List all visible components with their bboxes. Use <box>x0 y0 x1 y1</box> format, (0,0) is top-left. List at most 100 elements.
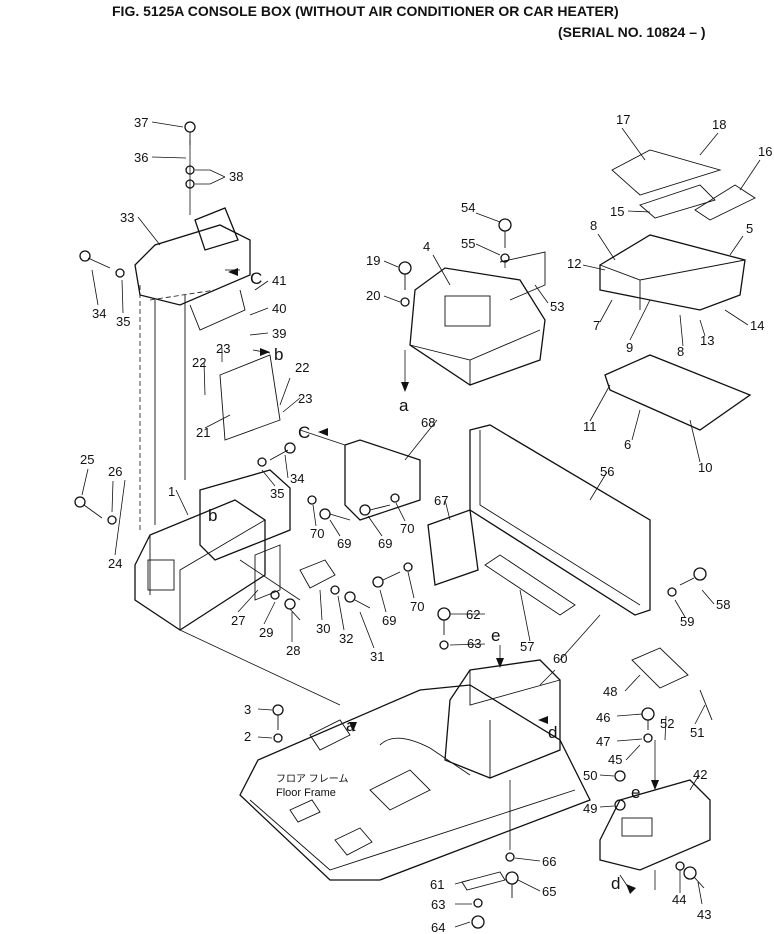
tray-part-5 <box>599 149 756 431</box>
ref-letter-c2: C <box>298 423 310 442</box>
direction-arrows <box>228 268 659 894</box>
ref-letter-b2: b <box>208 506 217 525</box>
callout-65: 65 <box>542 884 556 899</box>
floor-frame-label-jp: フロア フレーム <box>276 773 348 785</box>
callout-20: 20 <box>366 288 380 303</box>
callout-63: 63 <box>467 636 481 651</box>
callout-42: 42 <box>693 767 707 782</box>
ref-letter-e2: e <box>631 783 640 802</box>
callout-21: 21 <box>196 425 210 440</box>
ref-letter-d: d <box>548 723 557 742</box>
console-box-part-1 <box>134 469 291 631</box>
callout-39: 39 <box>272 326 286 341</box>
callout-54: 54 <box>461 200 475 215</box>
ref-letter-a2: a <box>346 716 356 735</box>
callout-55: 55 <box>461 236 475 251</box>
callout-70: 70 <box>310 526 324 541</box>
floor-frame-label-en: Floor Frame <box>276 787 336 799</box>
callout-15: 15 <box>610 204 624 219</box>
callout-36: 36 <box>134 150 148 165</box>
callout-70c: 70 <box>410 599 424 614</box>
bracket-part-68 <box>344 439 479 586</box>
callout-12: 12 <box>567 256 581 271</box>
callout-24: 24 <box>108 556 122 571</box>
callout-4: 4 <box>423 239 430 254</box>
cover-part-4 <box>409 251 546 386</box>
reference-letters: a a b b C C d d e e <box>208 269 640 893</box>
callout-43: 43 <box>697 907 711 922</box>
ref-letter-b: b <box>274 345 283 364</box>
console-box-part-42 <box>599 647 711 871</box>
ref-letter-e: e <box>491 626 500 645</box>
callout-10: 10 <box>698 460 712 475</box>
callout-29: 29 <box>259 625 273 640</box>
callout-70b: 70 <box>400 521 414 536</box>
callout-16: 16 <box>758 144 772 159</box>
callout-22: 22 <box>192 355 206 370</box>
callout-52: 52 <box>660 716 674 731</box>
figure-title: FIG. 5125A CONSOLE BOX (WITHOUT AIR COND… <box>112 3 619 19</box>
callout-27: 27 <box>231 613 245 628</box>
callout-68: 68 <box>421 415 435 430</box>
callout-60: 60 <box>553 651 567 666</box>
callout-47: 47 <box>596 734 610 749</box>
callout-61: 61 <box>430 877 444 892</box>
callout-62: 62 <box>466 607 480 622</box>
callout-40: 40 <box>272 301 286 316</box>
floor-frame-label: フロア フレーム Floor Frame <box>276 773 348 799</box>
assembly-lines <box>139 140 656 891</box>
callout-7: 7 <box>593 318 600 333</box>
callout-13: 13 <box>700 333 714 348</box>
callout-11: 11 <box>583 419 597 434</box>
callout-48: 48 <box>603 684 617 699</box>
callout-35b: 35 <box>270 486 284 501</box>
callout-58: 58 <box>716 597 730 612</box>
callout-35: 35 <box>116 314 130 329</box>
callout-56: 56 <box>600 464 614 479</box>
callout-6: 6 <box>624 437 631 452</box>
callout-53: 53 <box>550 299 564 314</box>
callout-69: 69 <box>337 536 351 551</box>
callout-45: 45 <box>608 752 622 767</box>
callout-25: 25 <box>80 452 94 467</box>
console-box-part-60 <box>444 659 561 779</box>
callout-23: 23 <box>216 341 230 356</box>
callout-26: 26 <box>108 464 122 479</box>
callout-30: 30 <box>316 621 330 636</box>
ref-letter-a: a <box>399 396 409 415</box>
callout-64: 64 <box>431 920 445 934</box>
ref-letter-c: C <box>250 269 262 288</box>
callout-37: 37 <box>134 115 148 130</box>
callout-28: 28 <box>286 643 300 658</box>
part-callouts: 1 2 3 4 5 6 7 8 8 9 10 11 12 13 14 15 16… <box>80 112 772 934</box>
callout-69c: 69 <box>382 613 396 628</box>
serial-number-note: (SERIAL NO. 10824 – ) <box>558 24 706 40</box>
callout-49: 49 <box>583 801 597 816</box>
callout-44: 44 <box>672 892 686 907</box>
callout-63b: 63 <box>431 897 445 912</box>
callout-2: 2 <box>244 729 251 744</box>
callout-1: 1 <box>168 484 175 499</box>
leader-lines <box>81 121 761 928</box>
callout-66: 66 <box>542 854 556 869</box>
callout-69b: 69 <box>378 536 392 551</box>
callout-34b: 34 <box>290 471 304 486</box>
panel-part-56 <box>469 424 651 616</box>
callout-22b: 22 <box>295 360 309 375</box>
callout-32: 32 <box>339 631 353 646</box>
hardware-parts <box>74 121 713 929</box>
callout-23b: 23 <box>298 391 312 406</box>
console-box-part-33 <box>134 207 251 525</box>
callout-33: 33 <box>120 210 134 225</box>
callout-18: 18 <box>712 117 726 132</box>
ref-letter-d2: d <box>611 874 620 893</box>
callout-67: 67 <box>434 493 448 508</box>
callout-9: 9 <box>626 340 633 355</box>
callout-14: 14 <box>750 318 764 333</box>
callout-41: 41 <box>272 273 286 288</box>
callout-3: 3 <box>244 702 251 717</box>
callout-31: 31 <box>370 649 384 664</box>
callout-34: 34 <box>92 306 106 321</box>
callout-8b: 8 <box>677 344 684 359</box>
